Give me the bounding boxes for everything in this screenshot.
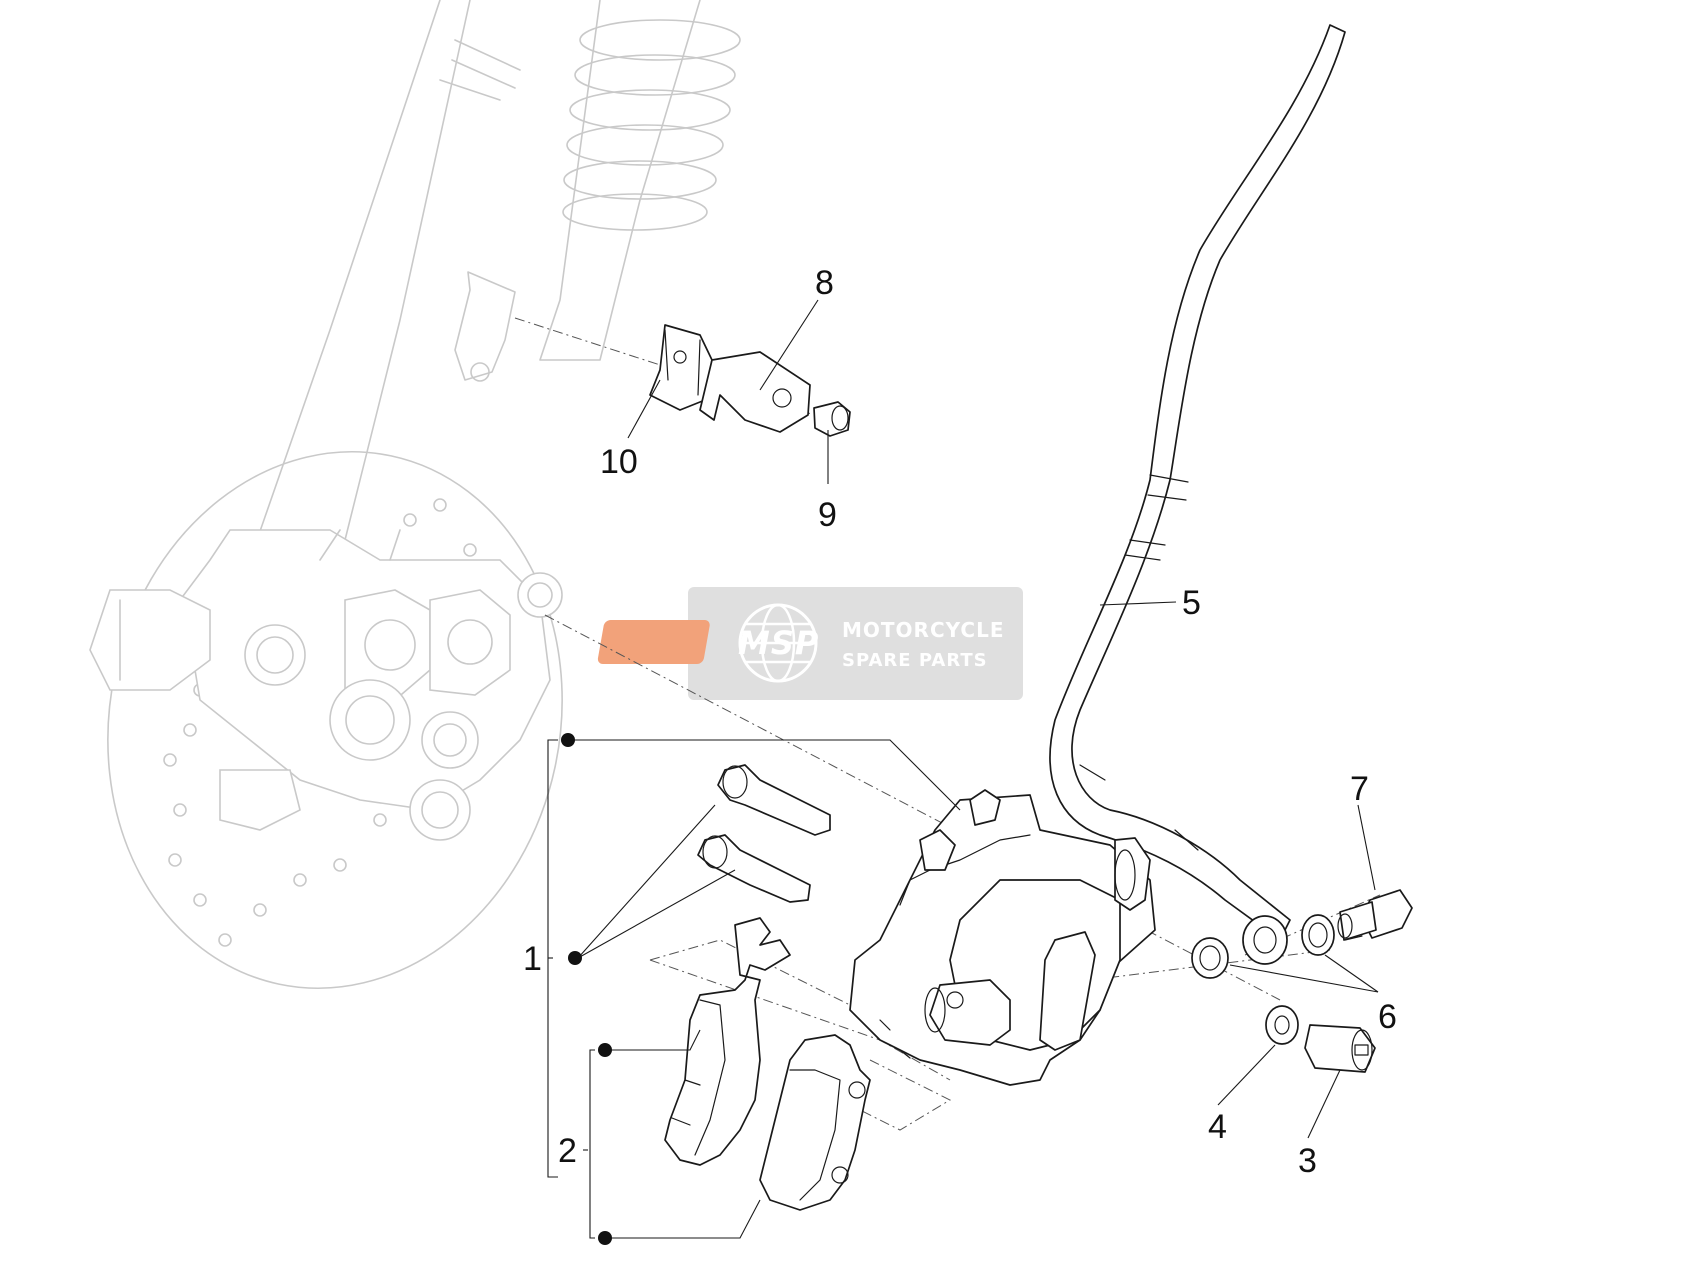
callout-2: 2 [558, 1132, 577, 1170]
callout-1: 1 [523, 940, 542, 978]
callout-7: 7 [1350, 770, 1369, 808]
part-10-clip [649, 324, 713, 411]
part-1-caliper [849, 789, 1156, 1086]
callout-10: 10 [600, 443, 638, 481]
part-caliper-pins [697, 764, 831, 903]
part-9-screw [813, 401, 851, 437]
callout-6: 6 [1378, 998, 1397, 1036]
callout-5: 5 [1182, 584, 1201, 622]
ghost-brake-disc [107, 450, 563, 990]
watermark: MSP MOTORCYCLE SPARE PARTS [597, 587, 1023, 700]
part-7-banjo-bolt [1337, 889, 1413, 941]
callout-4: 4 [1208, 1108, 1227, 1146]
leader-lines [547, 299, 1379, 1239]
watermark-line2: SPARE PARTS [842, 650, 988, 671]
ghost-spring [539, 0, 741, 361]
callouts: 1 2 3 4 5 6 7 8 9 10 [523, 264, 1397, 1180]
watermark-line1: MOTORCYCLE [842, 618, 1004, 642]
part-2-brake-pads [664, 917, 871, 1211]
part-8-bracket [699, 351, 811, 433]
bullet-dots [561, 733, 612, 1245]
ghost-hub [89, 529, 563, 841]
watermark-logo-text: MSP [738, 624, 819, 662]
part-3-screw [1304, 1024, 1376, 1073]
callout-8: 8 [815, 264, 834, 302]
part-6-washers [1191, 914, 1335, 979]
ghost-fork-assembly [89, 0, 741, 990]
msp-logo-plate [597, 620, 710, 664]
part-4-washer [1265, 1005, 1299, 1045]
part-5-brake-hose [1049, 24, 1346, 941]
globe-icon [738, 603, 818, 683]
callout-9: 9 [818, 496, 837, 534]
callout-3: 3 [1298, 1142, 1317, 1180]
